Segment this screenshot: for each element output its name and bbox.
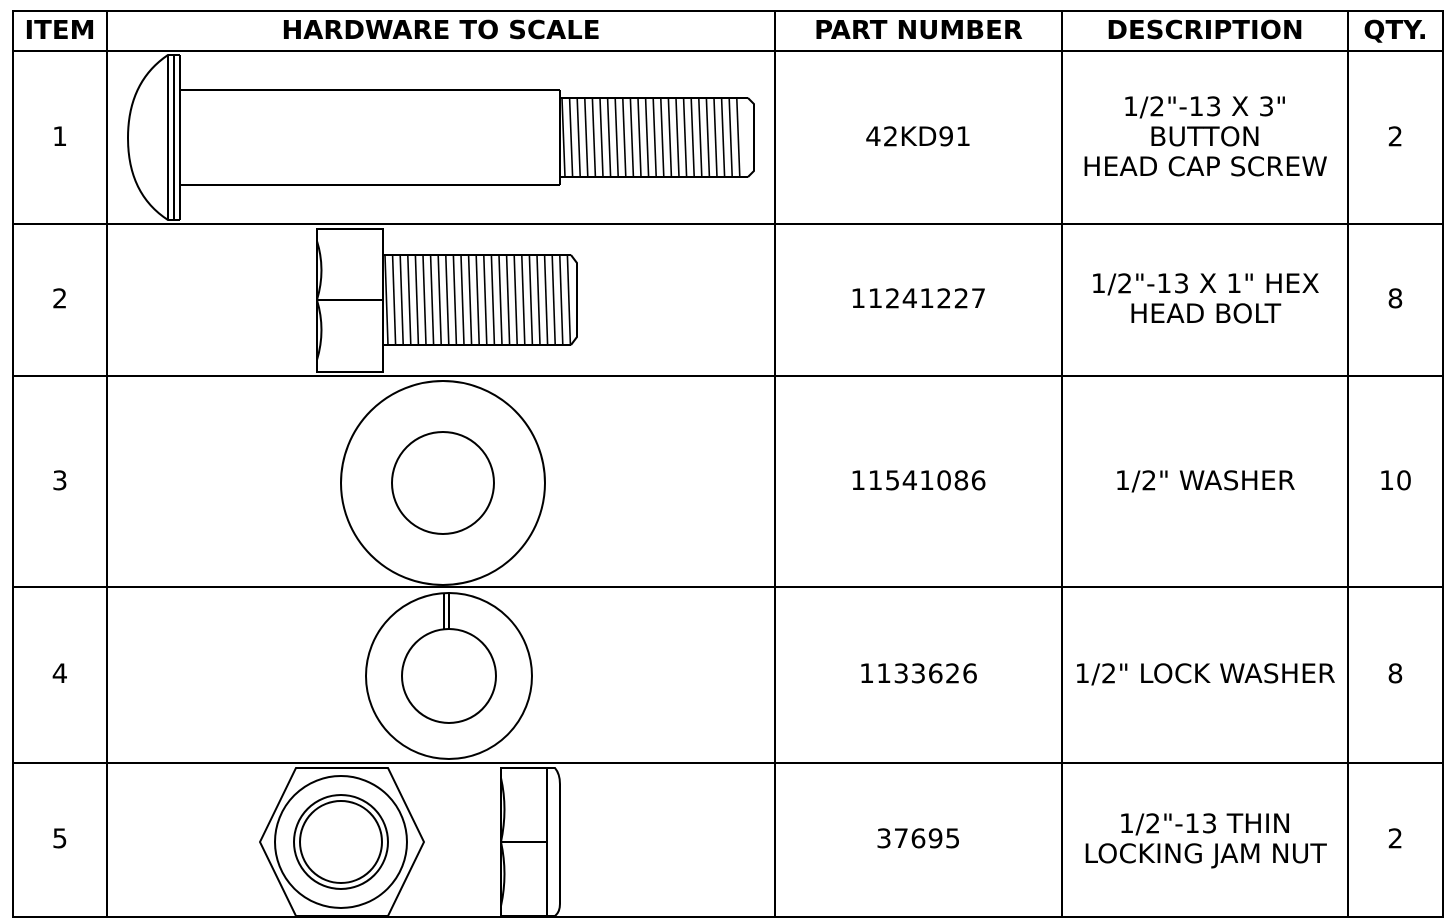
- thread-line: [429, 254, 435, 346]
- thread-line: [637, 97, 642, 178]
- quantity: 10: [1347, 375, 1444, 588]
- description-line: 1/2" WASHER: [1114, 465, 1296, 497]
- thread-line: [483, 254, 488, 346]
- thread-line: [559, 254, 564, 346]
- thread-line: [614, 97, 619, 178]
- hardware-drawing-cell: [106, 50, 776, 225]
- lock-washer-icon: [365, 592, 533, 760]
- item-number: 1: [12, 50, 108, 225]
- description: 1/2"-13 X 1" HEX HEAD BOLT: [1061, 223, 1349, 377]
- item-number: 5: [12, 762, 108, 918]
- item-number: 3: [12, 375, 108, 588]
- item-number: 2: [12, 223, 108, 377]
- thread-line: [513, 254, 518, 346]
- thread-line: [705, 97, 711, 178]
- thread-line: [498, 254, 503, 346]
- table-row: 3 11541086 1/2" WASHER 10: [12, 375, 1444, 588]
- table-row: 5: [12, 762, 1444, 918]
- thread-line: [543, 254, 549, 346]
- thread-line: [675, 97, 680, 178]
- button-head-cap-screw-icon: [126, 54, 755, 221]
- thread-line: [652, 97, 657, 178]
- header-description: DESCRIPTION: [1061, 10, 1349, 52]
- thread-line: [452, 254, 458, 346]
- description: 1/2"-13 X 3" BUTTON HEAD CAP SCREW: [1061, 50, 1349, 225]
- thread-line: [490, 254, 496, 346]
- thread-line: [690, 97, 695, 178]
- part-number: 11541086: [774, 375, 1063, 588]
- thread-line: [561, 97, 566, 178]
- description-line: HEAD CAP SCREW: [1082, 151, 1328, 183]
- hardware-drawing-cell: [106, 762, 776, 918]
- thread-line: [391, 254, 397, 346]
- item-number: 4: [12, 586, 108, 764]
- thread-line: [437, 254, 442, 346]
- header-item: ITEM: [12, 10, 108, 52]
- description-line: 1/2" LOCK WASHER: [1074, 659, 1336, 690]
- hardware-drawing-cell: [106, 223, 776, 377]
- thread-line: [536, 254, 541, 346]
- description: 1/2"-13 THIN LOCKING JAM NUT: [1061, 762, 1349, 918]
- thread-line: [460, 254, 465, 346]
- hardware-drawing-cell: [106, 586, 776, 764]
- thread-line: [667, 97, 673, 178]
- description-line: HEAD BOLT: [1128, 299, 1282, 330]
- thread-line: [698, 97, 703, 178]
- thread-line: [551, 254, 556, 346]
- thread-line: [568, 97, 574, 178]
- part-number: 1133626: [774, 586, 1063, 764]
- part-number: 37695: [774, 762, 1063, 918]
- part-number: 42KD91: [774, 50, 1063, 225]
- quantity: 8: [1347, 223, 1444, 377]
- thread-line: [399, 254, 404, 346]
- header-qty: QTY.: [1347, 10, 1444, 52]
- thread-line: [599, 97, 604, 178]
- thread-line: [528, 254, 534, 346]
- header-part-number: PART NUMBER: [774, 10, 1063, 52]
- hardware-table: ITEM HARDWARE TO SCALE PART NUMBER DESCR…: [12, 10, 1444, 918]
- description-line: LOCKING JAM NUT: [1083, 839, 1327, 870]
- thread-line: [736, 97, 741, 178]
- thread-line: [720, 97, 726, 178]
- thread-line: [644, 97, 650, 178]
- description-line: 1/2"-13 X 1" HEX: [1090, 269, 1320, 300]
- description-line: 1/2"-13 THIN: [1118, 809, 1292, 840]
- thread-line: [505, 254, 511, 346]
- thread-line: [475, 254, 480, 346]
- thread-line: [682, 97, 688, 178]
- thread-line: [622, 97, 627, 178]
- thread-line: [660, 97, 665, 178]
- thread-line: [576, 97, 581, 178]
- quantity: 2: [1347, 50, 1444, 225]
- thread-line: [591, 97, 597, 178]
- thread-line: [521, 254, 526, 346]
- thread-line: [414, 254, 420, 346]
- hardware-drawing-cell: [106, 375, 776, 588]
- washer-icon: [340, 380, 546, 585]
- description-line: 1/2"-13 X 3" BUTTON: [1122, 91, 1288, 153]
- thread-line: [422, 254, 427, 346]
- table-row: 4 1133626 1/2" LOCK WASHER 8: [12, 586, 1444, 764]
- thread-line: [584, 97, 589, 178]
- quantity: 8: [1347, 586, 1444, 764]
- thread-line: [467, 254, 473, 346]
- quantity: 2: [1347, 762, 1444, 918]
- table-row: 1: [12, 50, 1444, 225]
- thread-line: [606, 97, 612, 178]
- jam-nut-icon: [258, 767, 561, 915]
- thread-line: [713, 97, 718, 178]
- description: 1/2" LOCK WASHER: [1061, 586, 1349, 764]
- table-row: 2 11241227: [12, 223, 1444, 377]
- thread-line: [445, 254, 450, 346]
- header-row: ITEM HARDWARE TO SCALE PART NUMBER DESCR…: [12, 10, 1444, 52]
- part-number: 11241227: [774, 223, 1063, 377]
- thread-line: [384, 254, 389, 346]
- header-hardware: HARDWARE TO SCALE: [106, 10, 776, 52]
- thread-line: [407, 254, 412, 346]
- thread-line: [629, 97, 635, 178]
- hex-head-bolt-icon: [316, 228, 578, 373]
- thread-line: [728, 97, 733, 178]
- description: 1/2" WASHER: [1061, 375, 1349, 588]
- thread-line: [566, 254, 572, 346]
